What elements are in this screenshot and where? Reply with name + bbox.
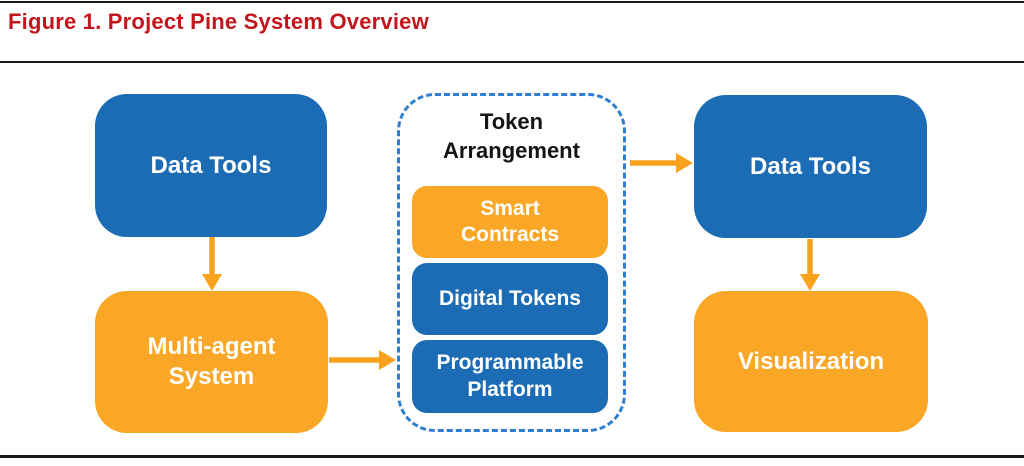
node-smart-contracts: Smart Contracts xyxy=(412,186,608,258)
token-arrangement-title: Token Arrangement xyxy=(443,109,580,163)
arrow-multiagent-to-tokenarrangement xyxy=(329,350,396,370)
node-data-tools-right-label: Data Tools xyxy=(750,152,871,180)
top-rule xyxy=(0,1,1024,3)
arrow-datatools-to-multiagent xyxy=(202,237,222,291)
node-smart-contracts-label: Smart Contracts xyxy=(460,196,560,246)
node-data-tools-right: Data Tools xyxy=(694,95,927,238)
node-data-tools-left-label: Data Tools xyxy=(150,151,272,179)
node-programmable-platform-label: Programmable Platform xyxy=(436,351,584,401)
arrow-tokenarrangement-to-datatools xyxy=(630,153,693,173)
node-programmable-platform: Programmable Platform xyxy=(412,340,608,413)
bottom-rule xyxy=(0,455,1024,458)
node-digital-tokens-label: Digital Tokens xyxy=(439,286,581,310)
arrow-datatools-to-visualization xyxy=(800,239,820,291)
node-visualization-label: Visualization xyxy=(737,347,885,375)
node-digital-tokens: Digital Tokens xyxy=(412,263,608,335)
figure-title: Figure 1. Project Pine System Overview xyxy=(8,9,429,34)
title-divider-rule xyxy=(0,61,1024,63)
node-multi-agent-system: Multi-agent System xyxy=(95,291,328,433)
node-visualization: Visualization xyxy=(694,291,928,432)
node-multi-agent-system-label: Multi-agent System xyxy=(147,333,276,390)
node-data-tools-left: Data Tools xyxy=(95,94,327,237)
